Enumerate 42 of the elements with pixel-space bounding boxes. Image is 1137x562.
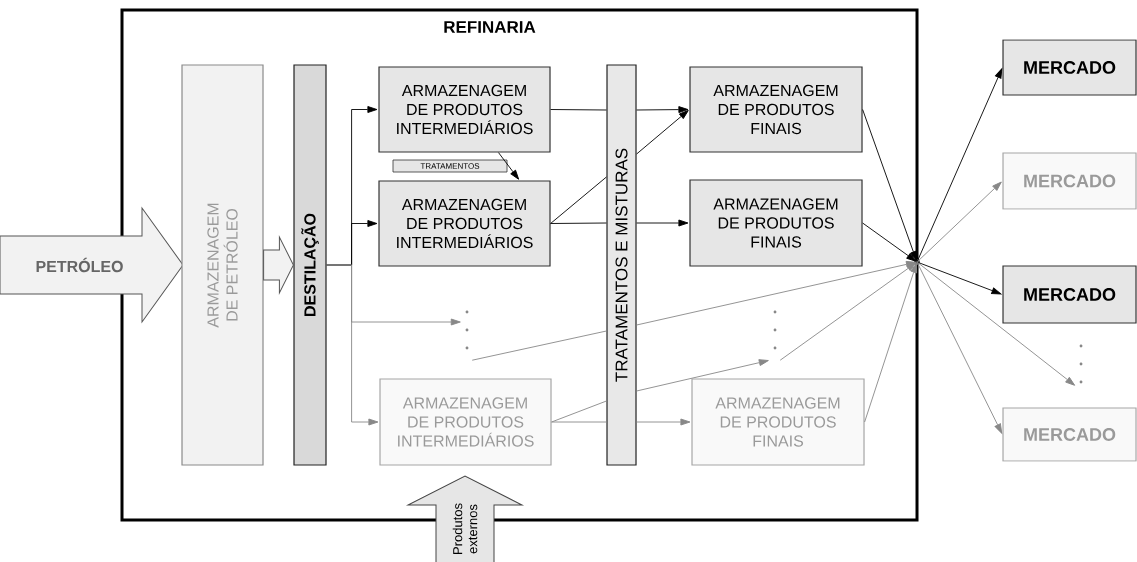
arrow [498,152,520,180]
ellipsis-dots [465,310,469,350]
connector-line [550,176,607,224]
arrow [636,106,689,114]
arrow [862,222,917,262]
storage-box: ARMAZENAGEM DE PRODUTOS INTERMEDIÁRIOS [378,180,551,267]
connector-line [550,109,607,111]
market-box: MERCADO [1002,265,1137,324]
process-bar: DESTILAÇÃO [293,64,327,466]
connector-line [551,421,607,423]
storage-bar: ARMAZENAGEM DE PETRÓLEO [181,64,264,466]
market-box: MERCADO [1002,407,1137,462]
arrow [862,109,917,262]
arrow [636,260,917,326]
connector-line [471,330,607,361]
arrow [916,261,1003,434]
process-bar: TRATAMENTOS [392,159,508,173]
arrow [916,68,1003,263]
arrow [779,262,917,361]
storage-box: ARMAZENAGEM DE PRODUTOS FINAIS [689,179,863,267]
arrow [916,261,1076,386]
storage-box: ARMAZENAGEM DE PRODUTOS FINAIS [691,378,865,466]
arrow [916,181,1002,263]
arrow [636,219,689,227]
arrow [326,264,379,426]
arrow [636,110,689,155]
frame-title: REFINARIA [444,21,536,33]
arrow [916,261,1002,295]
market-box: MERCADO [1002,152,1137,210]
connector-line [550,222,607,224]
connector-line [551,400,607,423]
arrow [636,418,691,426]
arrow [636,359,769,392]
ellipsis-dots [1079,344,1083,384]
ellipsis-dots [773,310,777,350]
storage-box: ARMAZENAGEM DE PRODUTOS FINAIS [689,66,863,153]
storage-box: ARMAZENAGEM DE PRODUTOS INTERMEDIÁRIOS [379,378,552,466]
arrow [864,262,918,423]
market-box: MERCADO [1002,39,1137,96]
storage-box: ARMAZENAGEM DE PRODUTOS INTERMEDIÁRIOS [378,66,551,153]
block-arrow [263,236,294,294]
process-bar: TRATAMENTOS E MISTURAS [606,64,637,466]
